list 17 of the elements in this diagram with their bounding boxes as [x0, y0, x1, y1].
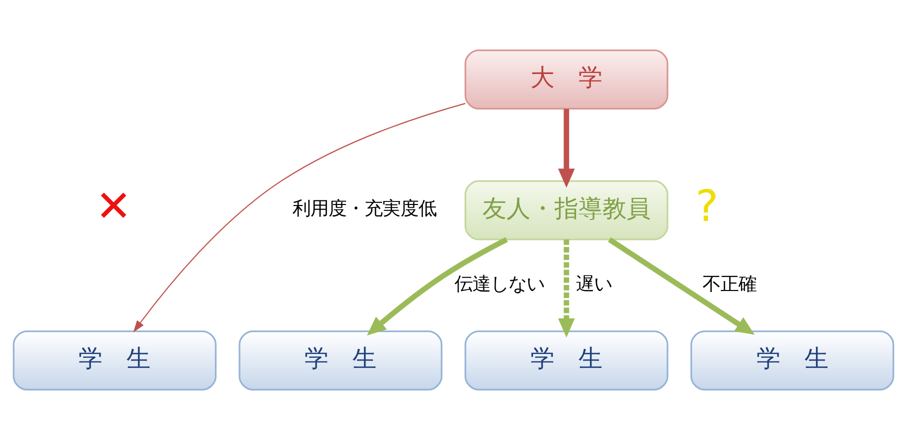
- edge-label: 利用度・充実度低: [292, 198, 436, 220]
- arrow: [607, 237, 754, 335]
- label: ✕: [94, 182, 132, 232]
- arrow: [558, 108, 574, 188]
- node-box: 学 生: [12, 330, 216, 390]
- label: ?: [694, 182, 718, 232]
- edge-label: 伝達しない: [454, 274, 544, 295]
- node-box: 友人・指導教員: [464, 180, 668, 240]
- arrow: [132, 102, 465, 332]
- arrow: [558, 240, 574, 338]
- edge-label: 不正確: [702, 274, 756, 295]
- node-box: 大 学: [464, 50, 668, 110]
- node-box: 学 生: [690, 330, 894, 390]
- edge-label: 遅い: [575, 274, 612, 295]
- node-box: 学 生: [238, 330, 442, 390]
- node-box: 学 生: [464, 330, 668, 390]
- arrow: [366, 237, 508, 336]
